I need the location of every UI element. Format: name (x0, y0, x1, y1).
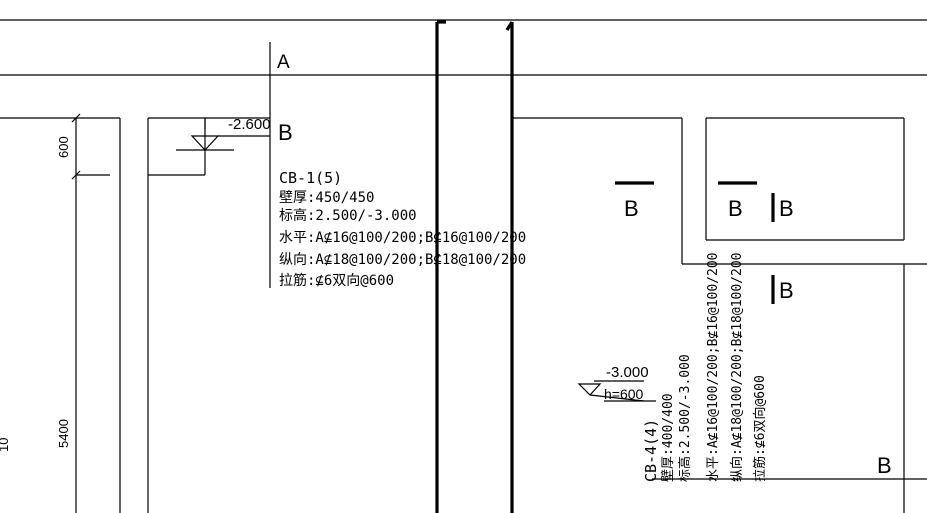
section-mark-b-2: B (728, 196, 743, 221)
cb4-vertical-rebar: 纵向:A⊈18@100/200;B⊈18@100/200 (729, 253, 745, 483)
section-mark-b-4: B (779, 278, 794, 303)
cb4-tie-rebar: 拉筋:⊈6双向@600 (752, 375, 768, 482)
section-mark-b-1: B (624, 196, 639, 221)
cb4-thickness: 壁厚:400/400 (661, 393, 676, 482)
cb1-vertical-rebar: 纵向:A⊈18@100/200;B⊈18@100/200 (279, 252, 526, 268)
section-mark-b-5: B (877, 453, 892, 478)
elev-bottom-value: -3.000 (606, 364, 649, 381)
elev-bottom-h: h=600 (604, 386, 644, 402)
section-mark-b: B (278, 120, 293, 145)
dimension-tick-top (71, 113, 81, 123)
cb1-elevation: 标高:2.500/-3.000 (279, 207, 417, 224)
elev-bottom-leader-mid (589, 394, 645, 402)
elev-bottom-triangle-icon (577, 383, 602, 396)
grid-label-a: A (277, 52, 290, 73)
cb4-title: CB-4(4) (642, 419, 660, 482)
elev-triangle-icon (190, 135, 220, 151)
dimension-5400: 5400 (56, 419, 71, 448)
left-edge-text: 10 (0, 438, 11, 452)
dimension-600: 600 (56, 136, 71, 158)
elev-top-label: -2.600 (228, 116, 271, 133)
cb4-elevation: 标高:2.500/-3.000 (677, 354, 693, 482)
section-mark-b-3: B (779, 196, 794, 221)
cb4-horizontal-rebar: 水平:A⊈16@100/200;B⊈16@100/200 (706, 253, 721, 483)
section-cut-hook-right (505, 21, 514, 31)
cb1-title: CB-1(5) (279, 169, 342, 187)
cb1-thickness: 壁厚:450/450 (279, 190, 374, 206)
cb1-horizontal-rebar: 水平:A⊈16@100/200;B⊈16@100/200 (279, 230, 526, 246)
cb1-tie-rebar: 拉筋:⊈6双向@600 (279, 272, 394, 289)
